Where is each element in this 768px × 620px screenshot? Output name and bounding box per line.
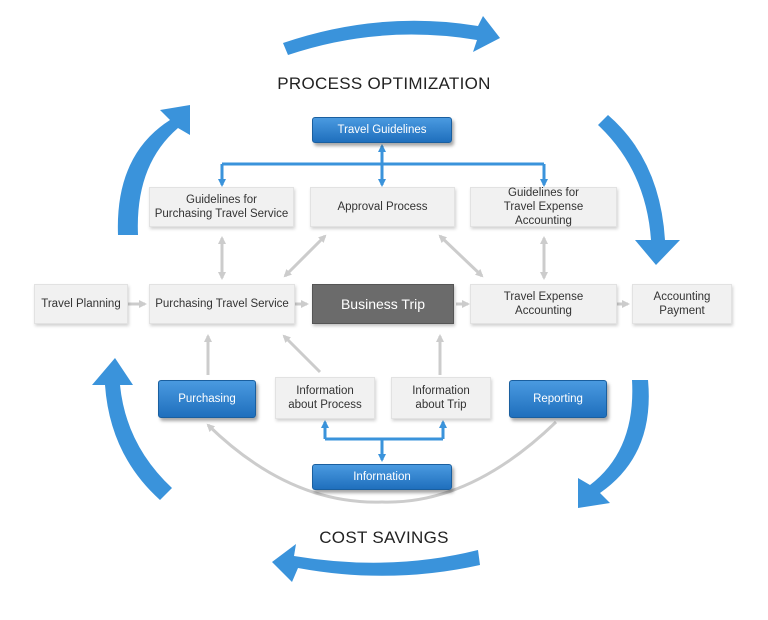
node-info-process[interactable]: Information about Process xyxy=(275,377,375,419)
heading-process-optimization: PROCESS OPTIMIZATION xyxy=(277,74,491,93)
cycle-arrows xyxy=(92,16,680,582)
cycle-arrow-left-bottom xyxy=(92,358,172,500)
cycle-arrow-top xyxy=(283,16,500,55)
guidelines-connectors xyxy=(218,144,548,187)
node-info-trip[interactable]: Information about Trip xyxy=(391,377,491,419)
node-label: Information about Trip xyxy=(412,385,470,411)
node-label: Purchasing Travel Service xyxy=(155,298,289,310)
node-travel-guidelines[interactable]: Travel Guidelines xyxy=(312,117,452,143)
node-business-trip[interactable]: Business Trip xyxy=(312,284,454,324)
cycle-arrow-bottom xyxy=(272,544,480,582)
node-travel-planning[interactable]: Travel Planning xyxy=(34,284,128,324)
node-label: Information about Process xyxy=(288,385,362,411)
cycle-arrow-right-top xyxy=(598,115,680,265)
node-purchasing-travel-service[interactable]: Purchasing Travel Service xyxy=(149,284,295,324)
node-approval-process[interactable]: Approval Process xyxy=(310,187,455,227)
node-label: Approval Process xyxy=(337,201,428,213)
node-label: Travel Expense Accounting xyxy=(503,291,584,317)
node-travel-expense-accounting[interactable]: Travel Expense Accounting xyxy=(470,284,617,324)
cycle-arrow-left-top xyxy=(117,105,190,235)
node-label: Guidelines for Travel Expense Accounting xyxy=(503,187,584,227)
node-label: Travel Planning xyxy=(41,298,121,310)
node-label: Business Trip xyxy=(340,296,426,312)
node-guidelines-purchasing[interactable]: Guidelines for Purchasing Travel Service xyxy=(149,187,294,227)
heading-cost-savings: COST SAVINGS xyxy=(319,528,449,547)
node-label: Reporting xyxy=(533,393,583,405)
information-connectors xyxy=(321,420,447,462)
node-label: Guidelines for Purchasing Travel Service xyxy=(154,194,289,220)
node-accounting-payment[interactable]: Accounting Payment xyxy=(632,284,732,324)
node-label: Purchasing xyxy=(178,393,236,405)
node-reporting[interactable]: Reporting xyxy=(509,380,607,418)
grey-connectors xyxy=(127,234,630,504)
node-label: Accounting Payment xyxy=(653,291,711,317)
node-label: Information xyxy=(353,471,411,483)
cycle-arrow-right-bottom xyxy=(578,380,649,508)
node-purchasing[interactable]: Purchasing xyxy=(158,380,256,418)
node-information[interactable]: Information xyxy=(312,464,452,490)
node-label: Travel Guidelines xyxy=(337,124,427,136)
node-guidelines-expense[interactable]: Guidelines for Travel Expense Accounting xyxy=(470,187,617,227)
